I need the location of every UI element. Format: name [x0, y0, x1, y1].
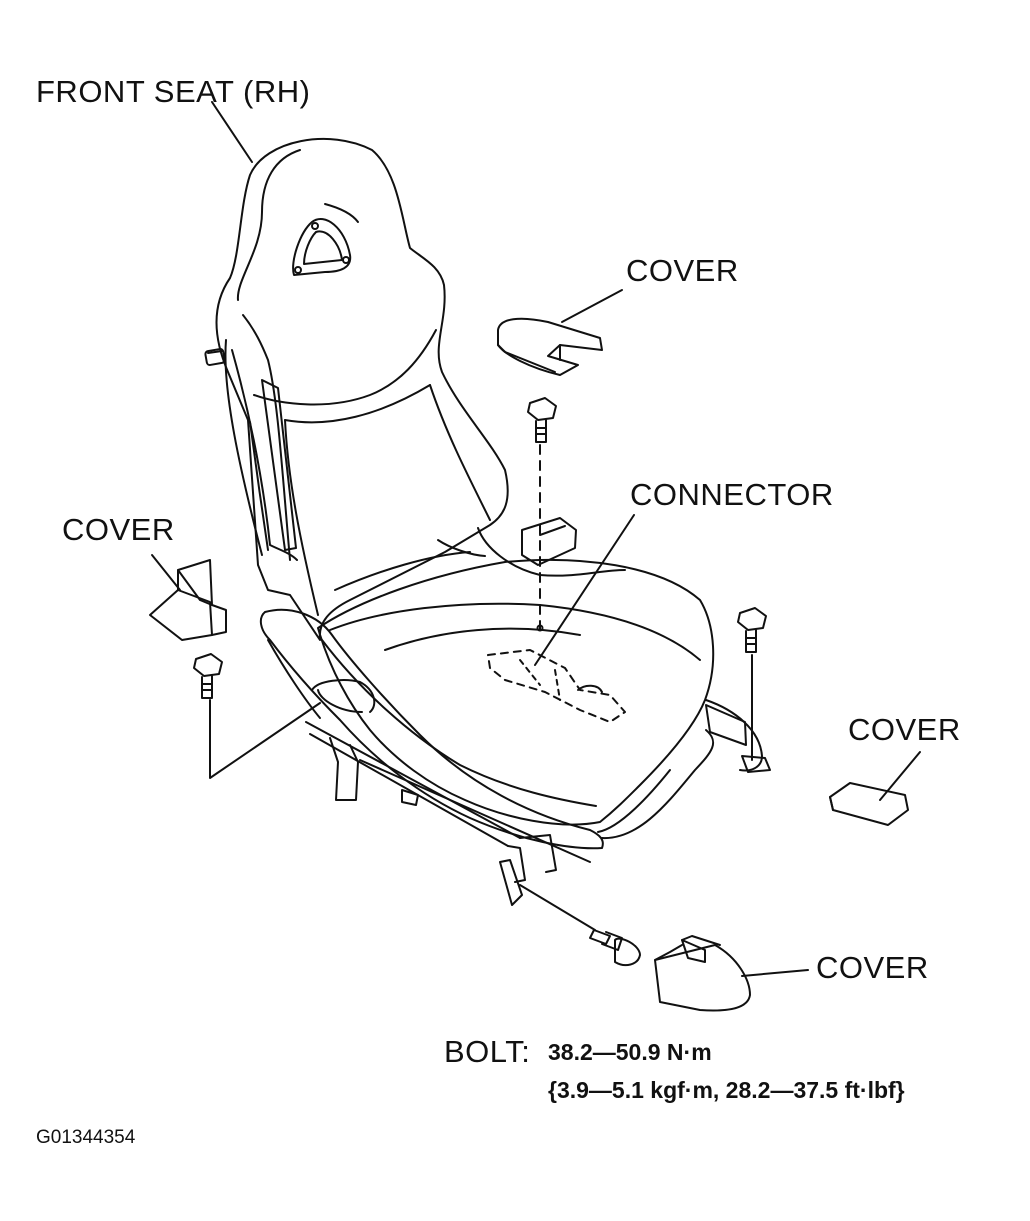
- bolt-bottom-guide: [520, 885, 595, 930]
- bolt-bottom: [590, 930, 640, 965]
- bolt-top-hole: [538, 626, 543, 631]
- cover-right-part: [830, 783, 908, 825]
- leader-connector: [535, 515, 634, 665]
- leader-cover-bottom: [742, 970, 808, 976]
- bolt-spec-torque-alt: {3.9—5.1 kgf·m, 28.2—37.5 ft·lbf}: [548, 1077, 905, 1103]
- bolt-spec-label: BOLT:: [444, 1034, 531, 1069]
- bolt-left-guide: [210, 700, 320, 778]
- figure-id: G01344354: [36, 1127, 136, 1148]
- cover-top-right-part: [498, 319, 602, 375]
- bolt-right: [738, 608, 766, 652]
- cover-bottom-part: [655, 936, 750, 1010]
- leader-front-seat: [212, 102, 252, 162]
- bolt-spec-torque-nm: 38.2—50.9 N·m: [548, 1039, 712, 1065]
- leader-cover-right: [880, 752, 920, 800]
- label-front-seat: FRONT SEAT (RH): [36, 74, 311, 109]
- bolt-top: [528, 398, 556, 442]
- cover-left-part: [150, 560, 226, 640]
- label-cover-left: COVER: [62, 512, 175, 547]
- label-connector: CONNECTOR: [630, 477, 834, 512]
- label-cover-right: COVER: [848, 712, 961, 747]
- label-cover-bottom: COVER: [816, 950, 929, 985]
- bolt-left: [194, 654, 222, 698]
- leader-cover-top-right: [562, 290, 622, 322]
- seat-rails: [306, 700, 770, 905]
- label-cover-top-right: COVER: [626, 253, 739, 288]
- leader-cover-left: [152, 555, 180, 590]
- seat-backrest: [205, 139, 508, 640]
